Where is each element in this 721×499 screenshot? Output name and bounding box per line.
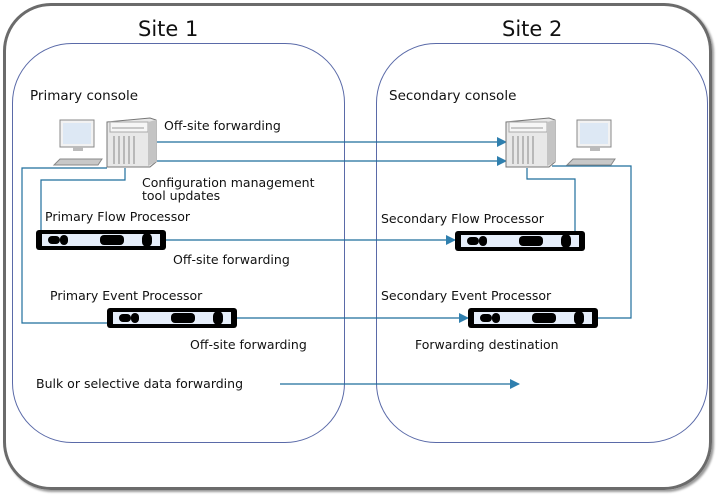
secondary-workstation-icon xyxy=(565,119,616,166)
primary-console-label: Primary console xyxy=(30,88,139,104)
offsite-forwarding-console-label: Off-site forwarding xyxy=(164,118,281,133)
primary-event-processor-label: Primary Event Processor xyxy=(50,288,203,303)
forwarding-destination-label: Forwarding destination xyxy=(415,337,559,352)
flow-offsite-forwarding-label: Off-site forwarding xyxy=(173,252,290,267)
site-1-title: Site 1 xyxy=(138,17,199,41)
site-2-title: Site 2 xyxy=(502,17,563,41)
site-2-boundary xyxy=(376,43,708,443)
secondary-console-to-event-wire xyxy=(552,165,632,319)
primary-console-server-icon xyxy=(106,117,157,168)
primary-flow-processor-label: Primary Flow Processor xyxy=(45,209,190,224)
secondary-event-processor-label: Secondary Event Processor xyxy=(381,288,552,303)
site-1-boundary xyxy=(12,43,345,443)
config-mgmt-label-line1: Configuration management xyxy=(142,175,315,190)
config-mgmt-label-line2: tool updates xyxy=(142,188,221,203)
secondary-console-to-flow-wire xyxy=(526,168,576,231)
diagram-frame xyxy=(3,3,712,490)
event-offsite-forwarding-label: Off-site forwarding xyxy=(190,337,307,352)
config-mgmt-wire xyxy=(40,168,126,233)
primary-event-processor-icon xyxy=(107,308,237,328)
primary-console-to-event-wire xyxy=(21,167,107,324)
secondary-console-server-icon xyxy=(505,117,556,168)
secondary-event-processor-icon xyxy=(468,308,598,328)
secondary-flow-processor-icon xyxy=(455,231,585,251)
secondary-flow-processor-label: Secondary Flow Processor xyxy=(381,211,544,226)
primary-flow-processor-icon xyxy=(36,230,166,250)
primary-workstation-icon xyxy=(52,119,103,166)
bulk-forwarding-label: Bulk or selective data forwarding xyxy=(36,376,244,391)
secondary-console-label: Secondary console xyxy=(389,88,517,104)
